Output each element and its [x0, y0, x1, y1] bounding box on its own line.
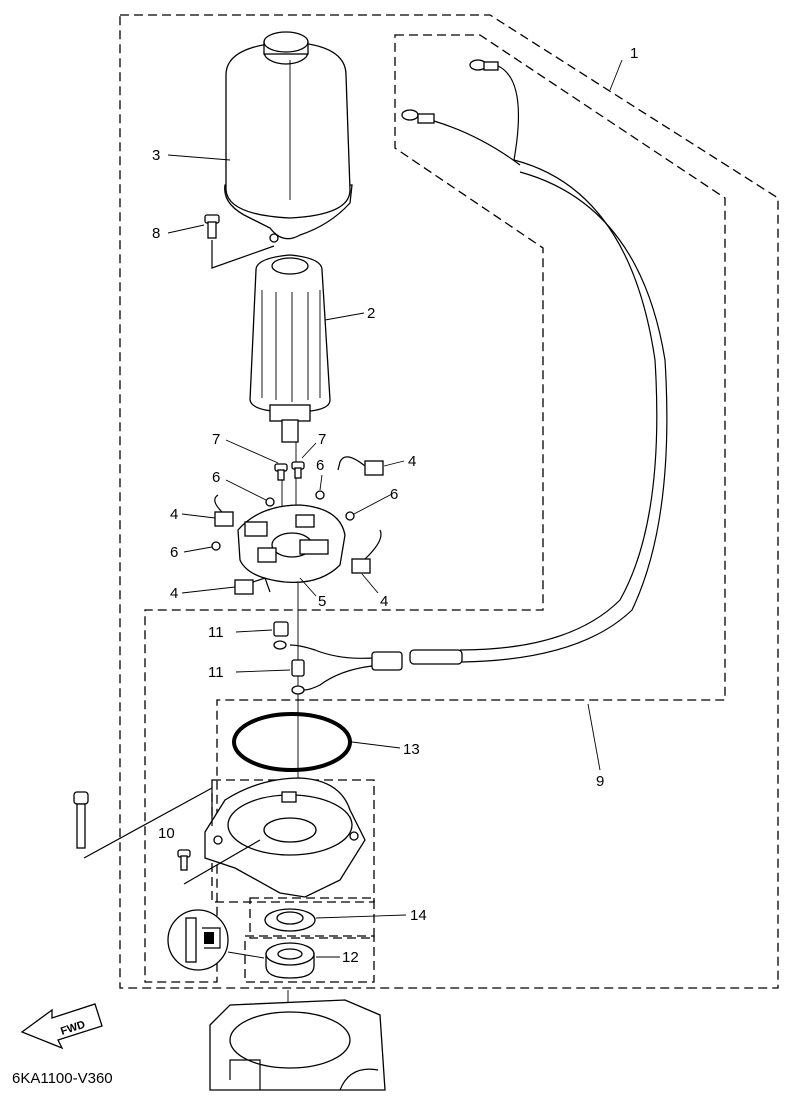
callout-10: 10 [158, 825, 175, 842]
armature-part [249, 254, 331, 443]
callout-7b: 7 [318, 431, 326, 448]
callout-4a: 4 [408, 453, 416, 470]
screw-part-10 [177, 839, 261, 885]
mating-part-outline [209, 999, 386, 1091]
callout-4d: 4 [380, 593, 388, 610]
group-outline-9 [119, 14, 779, 989]
callout-11a: 11 [208, 624, 224, 641]
lower-housing-part [204, 777, 366, 898]
callout-6d: 6 [170, 544, 178, 561]
oil-seal-part [264, 908, 316, 932]
callout-14: 14 [410, 907, 427, 924]
bolt-part-11 [273, 621, 305, 695]
o-ring-part [232, 712, 352, 772]
callout-4c: 4 [170, 585, 178, 602]
spring-part-6 [211, 490, 355, 551]
brush-part-4 [214, 456, 384, 595]
group-outline-seal [249, 897, 375, 939]
seal-detail-inset [167, 909, 265, 971]
callout-2: 2 [367, 305, 375, 322]
callout-3: 3 [152, 147, 160, 164]
group-outline-bearing [244, 935, 375, 983]
callout-13: 13 [403, 741, 420, 758]
long-bolt-part [73, 787, 213, 859]
leader-lines [167, 59, 623, 958]
brush-holder-part [237, 504, 346, 584]
yoke-part [224, 31, 353, 243]
callout-6b: 6 [316, 457, 324, 474]
drawing-code: 6KA1100-V360 [12, 1070, 113, 1087]
callout-12: 12 [342, 949, 359, 966]
callout-11b: 11 [208, 664, 224, 681]
callout-6a: 6 [212, 469, 220, 486]
callout-8: 8 [152, 225, 160, 242]
callout-7a: 7 [212, 431, 220, 448]
callout-9: 9 [596, 773, 604, 790]
callout-6c: 6 [390, 486, 398, 503]
screw-part-8 [204, 214, 275, 269]
lead-wire-part [289, 59, 668, 691]
screw-part-7 [274, 461, 305, 481]
group-outline-1 [144, 34, 726, 983]
callout-4b: 4 [170, 506, 178, 523]
bearing-part [265, 942, 315, 979]
callout-5: 5 [318, 593, 326, 610]
fwd-arrow-icon: FWD [20, 1003, 103, 1050]
callout-1: 1 [630, 45, 638, 62]
